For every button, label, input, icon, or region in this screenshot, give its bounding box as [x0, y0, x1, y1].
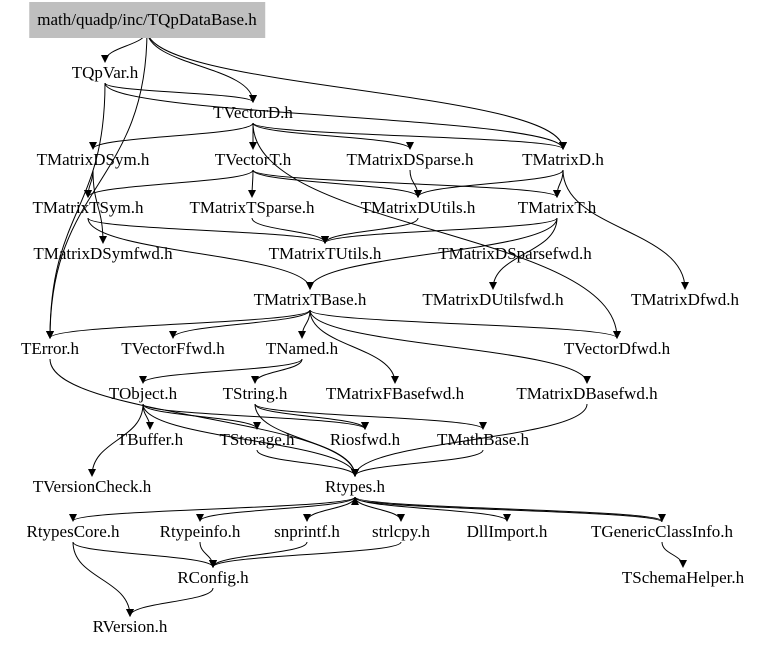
- edge-tnamed-to-tstring: [251, 358, 303, 384]
- edge-tnamed-to-tobject: [139, 358, 303, 384]
- node-rconfig[interactable]: RConfig.h: [177, 568, 249, 587]
- edge-tvectort-to-tmatrixt: [252, 169, 561, 198]
- node-rtypescore[interactable]: RtypesCore.h: [26, 522, 120, 541]
- edge-tmatrixd-to-tmatrixdfwd: [562, 169, 689, 290]
- edge-tmatrixt-to-tmatrixtbase: [306, 217, 558, 290]
- edge-tgenericclassinfo-to-tschemahelper: [661, 541, 687, 568]
- node-riosfwd[interactable]: Riosfwd.h: [329, 430, 401, 449]
- node-snprintf[interactable]: snprintf.h: [274, 522, 340, 541]
- edge-rtypescore-to-rconfig: [72, 541, 217, 568]
- node-rversion[interactable]: RVersion.h: [92, 617, 168, 636]
- edge-tstring-to-riosfwd: [254, 403, 369, 430]
- node-tvectort[interactable]: TVectorT.h: [214, 150, 292, 169]
- edge-tmathbase-to-rtypes: [351, 449, 484, 477]
- edge-root-to-tmatrixd: [146, 29, 567, 150]
- edge-tmatrixtbase-to-tmatrixdbasefwd: [309, 309, 591, 384]
- node-tstorage[interactable]: TStorage.h: [219, 430, 295, 449]
- edge-root-to-tvectord: [146, 29, 257, 103]
- edge-snprintf-to-rconfig: [209, 541, 308, 568]
- node-tmatrixdfwd[interactable]: TMatrixDfwd.h: [630, 290, 740, 309]
- node-tvectordfwd[interactable]: TVectorDfwd.h: [563, 339, 671, 358]
- edge-tobject-to-tstorage: [142, 403, 261, 430]
- edge-tvectord-to-tmatrixdsparse: [252, 122, 414, 150]
- edge-tmatrixtsym-to-tmatrixtbase: [87, 217, 314, 290]
- edge-tvectord-to-tmatrixdsym: [89, 122, 254, 150]
- node-tmatrixdsparsefwd[interactable]: TMatrixDSparsefwd.h: [438, 244, 592, 263]
- node-tbuffer[interactable]: TBuffer.h: [116, 430, 184, 449]
- node-tvectord[interactable]: TVectorD.h: [213, 103, 293, 122]
- edge-tobject-to-riosfwd: [142, 403, 369, 430]
- node-tmatrixtbase[interactable]: TMatrixTBase.h: [253, 290, 367, 309]
- edge-tmatrixdsym-to-tmatrixdsymfwd: [92, 169, 107, 244]
- node-tmatrixdsym[interactable]: TMatrixDSym.h: [36, 150, 150, 169]
- node-tvectorffwd[interactable]: TVectorFfwd.h: [121, 339, 225, 358]
- node-rtypeinfo[interactable]: Rtypeinfo.h: [159, 522, 241, 541]
- node-tqpvar[interactable]: TQpVar.h: [71, 63, 139, 82]
- edge-tvectort-to-tmatrixdutils: [252, 169, 422, 198]
- edge-strlcpy-to-rconfig: [209, 541, 402, 568]
- node-tmathbase[interactable]: TMathBase.h: [436, 430, 530, 449]
- node-tmatrixdutils[interactable]: TMatrixDUtils.h: [360, 198, 476, 217]
- edge-tmatrixtbase-to-terror: [46, 309, 311, 339]
- node-tmatrixdbasefwd[interactable]: TMatrixDBasefwd.h: [516, 384, 658, 403]
- node-rtypes[interactable]: Rtypes.h: [325, 477, 385, 496]
- node-tmatrixfbasefwd[interactable]: TMatrixFBasefwd.h: [325, 384, 465, 403]
- edge-tmatrixt-to-tmatrixdutilsfwd: [489, 217, 558, 290]
- edge-tvectort-to-tmatrixtsym: [84, 169, 254, 198]
- node-strlcpy[interactable]: strlcpy.h: [372, 522, 430, 541]
- node-tobject[interactable]: TObject.h: [108, 384, 178, 403]
- edge-rtypeinfo-to-rconfig: [199, 541, 217, 568]
- edge-rtypes-to-tgenericclassinfo: [354, 496, 666, 522]
- node-tmatrixd[interactable]: TMatrixD.h: [522, 150, 604, 169]
- edge-tmatrixdbasefwd-to-rtypes: [351, 403, 588, 477]
- edge-tvectort-to-tmatrixtsparse: [248, 169, 257, 198]
- edge-tobject-to-rtypes: [142, 403, 359, 477]
- edge-tqpvar-to-terror: [46, 82, 106, 339]
- edge-tobject-to-tversioncheck: [88, 403, 144, 477]
- edge-tstring-to-tmathbase: [254, 403, 487, 430]
- node-tgenericclassinfo[interactable]: TGenericClassInfo.h: [590, 522, 734, 541]
- node-tmatrixtsym[interactable]: TMatrixTSym.h: [32, 198, 144, 217]
- edge-tmatrixtbase-to-tvectordfwd: [309, 309, 621, 339]
- edge-rconfig-to-rversion: [126, 587, 214, 617]
- edge-rtypes-to-rtypescore: [69, 496, 356, 522]
- edge-tvectord-to-tmatrixd: [252, 122, 567, 150]
- edge-tmatrixt-to-tmatrixtutils: [321, 217, 558, 244]
- edge-tmatrixtbase-to-tvectorffwd: [169, 309, 311, 339]
- node-terror[interactable]: TError.h: [20, 339, 80, 358]
- node-tschemahelper[interactable]: TSchemaHelper.h: [621, 568, 745, 587]
- edge-tmatrixtsym-to-tmatrixtutils: [87, 217, 329, 244]
- edge-tmatrixd-to-tmatrixdutils: [414, 169, 564, 198]
- node-tversioncheck[interactable]: TVersionCheck.h: [32, 477, 152, 496]
- edge-tmatrixtbase-to-tmatrixfbasefwd: [309, 309, 399, 384]
- edge-tgenericclassinfo-to-rtypes: [351, 497, 663, 523]
- root-node[interactable]: math/quadp/inc/TQpDataBase.h: [29, 2, 265, 38]
- edge-terror-to-rtypes: [49, 358, 359, 477]
- edge-tqpvar-to-tmatrixd: [104, 82, 567, 150]
- edge-tmatrixtsparse-to-tmatrixtutils: [251, 217, 329, 244]
- node-tmatrixt[interactable]: TMatrixT.h: [517, 198, 597, 217]
- node-dllimport[interactable]: DllImport.h: [466, 522, 548, 541]
- node-tstring[interactable]: TString.h: [222, 384, 288, 403]
- edge-rtypes-to-snprintf: [303, 496, 356, 522]
- node-tmatrixdutilsfwd[interactable]: TMatrixDUtilsfwd.h: [422, 290, 564, 309]
- node-tmatrixdsymfwd[interactable]: TMatrixDSymfwd.h: [33, 244, 173, 263]
- edge-rtypescore-to-rversion: [72, 541, 134, 617]
- edge-tstorage-to-rtypes: [256, 449, 359, 477]
- node-tmatrixdsparse[interactable]: TMatrixDSparse.h: [346, 150, 474, 169]
- edge-tqpvar-to-tvectord: [104, 82, 257, 103]
- node-tnamed[interactable]: TNamed.h: [265, 339, 339, 358]
- node-tmatrixtutils[interactable]: TMatrixTUtils.h: [268, 244, 382, 263]
- node-tmatrixtsparse[interactable]: TMatrixTSparse.h: [189, 198, 315, 217]
- edge-rtypes-to-rtypeinfo: [196, 496, 356, 522]
- edge-root-to-terror: [46, 29, 148, 339]
